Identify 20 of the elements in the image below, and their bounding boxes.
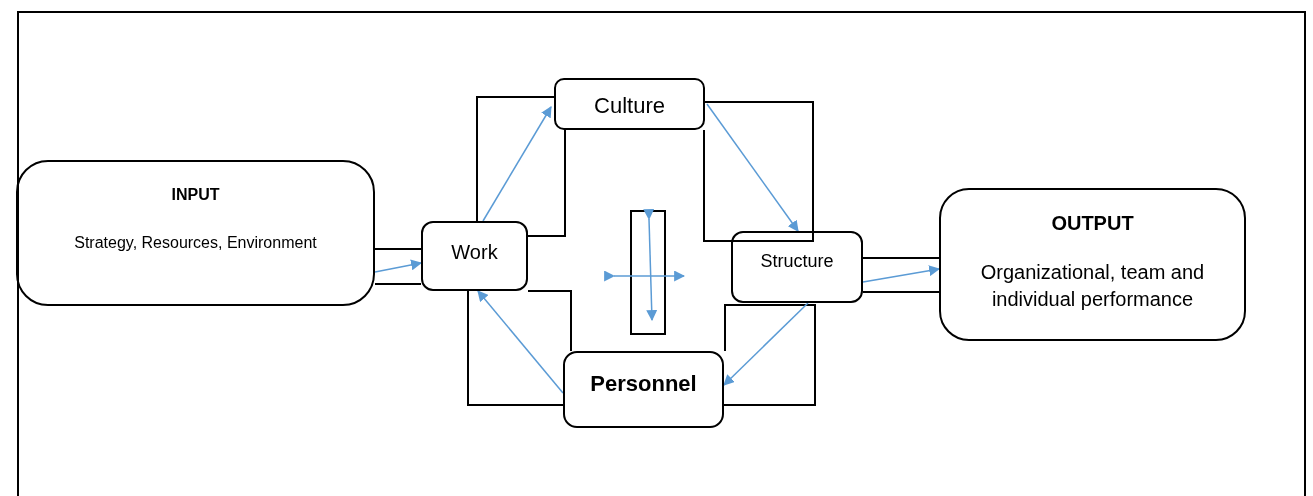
- work-box: [421, 221, 528, 291]
- arrow: [723, 302, 809, 386]
- arrow: [482, 106, 552, 222]
- arrow: [862, 265, 941, 283]
- box-heading: OUTPUT: [1050, 211, 1135, 236]
- box-label: Structure: [759, 250, 835, 273]
- output-box: [939, 188, 1246, 341]
- box-heading: INPUT: [170, 185, 221, 205]
- box-label: Culture: [593, 92, 666, 120]
- input-box: [16, 160, 375, 306]
- arrow: [374, 259, 423, 273]
- arrow: [706, 103, 799, 232]
- box-label: Work: [450, 240, 499, 265]
- box-text: Strategy, Resources, Environment: [73, 232, 318, 253]
- box-label: Personnel: [589, 370, 698, 398]
- box-text: Organizational, team and individual performance: [979, 260, 1206, 312]
- culture-box: [554, 78, 705, 130]
- personnel-box: [563, 351, 724, 428]
- arrow: [477, 290, 564, 394]
- structure-box: [731, 231, 863, 303]
